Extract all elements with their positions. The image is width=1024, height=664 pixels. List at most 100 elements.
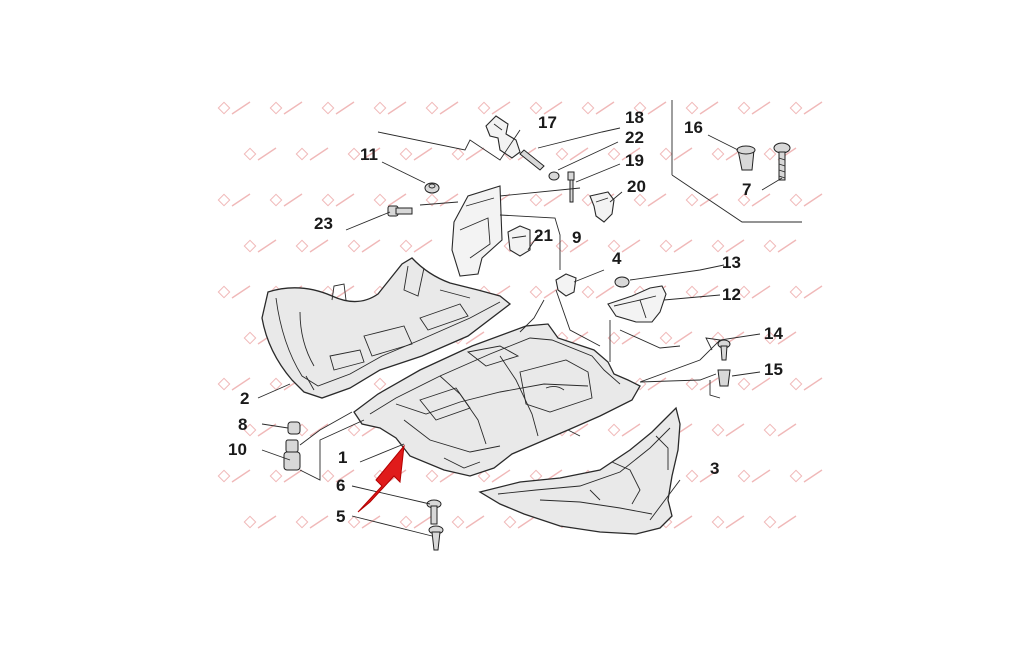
watermark-logo: [217, 285, 251, 299]
red-arrow-indicator: [357, 444, 405, 513]
watermark-logo: [373, 101, 407, 115]
watermark-logo: [451, 147, 485, 161]
watermark-logo: [685, 377, 719, 391]
callout-labels: 17 18 22 19 20 11 23 21 9 4 13 12 14 15 …: [228, 108, 783, 526]
part-17-bracket: [485, 115, 521, 159]
callout-18: 18: [625, 108, 644, 127]
callout-19: 19: [625, 151, 644, 170]
watermark-logo: [737, 101, 771, 115]
callout-15: 15: [764, 360, 783, 379]
watermark-logo: [529, 101, 563, 115]
watermark-logo: [321, 101, 355, 115]
callout-1: 1: [338, 448, 347, 467]
callout-14: 14: [764, 324, 783, 343]
watermark-logo: [269, 101, 303, 115]
watermark-logo: [425, 193, 459, 207]
watermark-logo: [607, 147, 641, 161]
watermark-logo: [737, 377, 771, 391]
fasteners: [283, 142, 791, 551]
watermark-logo: [269, 469, 303, 483]
watermark-logo: [581, 101, 615, 115]
watermark-logo: [217, 101, 251, 115]
watermark-logo: [425, 101, 459, 115]
watermark-logo: [711, 515, 745, 529]
watermark-logo: [763, 239, 797, 253]
callout-16: 16: [684, 118, 703, 137]
watermark-logo: [789, 101, 823, 115]
part-9-side-bracket: [451, 185, 503, 277]
watermark-logo: [763, 423, 797, 437]
watermark-logo: [477, 469, 511, 483]
watermark-logo: [321, 469, 355, 483]
watermark-logo: [373, 193, 407, 207]
watermark-logo: [737, 469, 771, 483]
watermark-logo: [555, 147, 589, 161]
watermark-logo: [737, 193, 771, 207]
callout-12: 12: [722, 285, 741, 304]
leader-lines: [257, 100, 802, 537]
watermark-logo: [711, 239, 745, 253]
watermark-logo: [295, 515, 329, 529]
watermark-logo: [503, 515, 537, 529]
watermark-logo: [763, 331, 797, 345]
callout-13: 13: [722, 253, 741, 272]
watermark-logo: [607, 423, 641, 437]
watermark-logo: [217, 469, 251, 483]
watermark-logo: [347, 515, 381, 529]
part-4-clip: [555, 273, 577, 297]
watermark-logo: [607, 331, 641, 345]
watermark-logo: [789, 285, 823, 299]
watermark-logo: [347, 239, 381, 253]
watermark-logo: [295, 239, 329, 253]
callout-17: 17: [538, 113, 557, 132]
watermark-logo: [633, 193, 667, 207]
callout-22: 22: [625, 128, 644, 147]
callout-11: 11: [360, 145, 378, 164]
callout-8: 8: [238, 415, 247, 434]
watermark-logo: [763, 515, 797, 529]
callout-3: 3: [710, 459, 719, 478]
watermark-logo: [347, 147, 381, 161]
callout-9: 9: [572, 228, 581, 247]
watermark-logo: [737, 285, 771, 299]
watermark-logo: [321, 193, 355, 207]
part-2-left-splash-shield: [261, 257, 512, 399]
callout-5: 5: [336, 507, 345, 526]
watermark-logo: [581, 285, 615, 299]
watermark-logo: [633, 101, 667, 115]
watermark-logo: [789, 377, 823, 391]
callout-10: 10: [228, 440, 247, 459]
watermark-logo: [243, 239, 277, 253]
callout-6: 6: [336, 476, 345, 495]
watermark-logo: [659, 331, 693, 345]
part-12-bracket: [607, 285, 667, 323]
watermark-logo: [399, 239, 433, 253]
callout-21: 21: [534, 226, 553, 245]
part-3-right-splash-shield: [478, 406, 681, 535]
watermark-logo: [477, 101, 511, 115]
watermark-logo: [451, 515, 485, 529]
watermark-logo: [529, 193, 563, 207]
part-20-bracket: [589, 191, 615, 223]
watermark-logo: [243, 515, 277, 529]
watermark-logo: [659, 239, 693, 253]
callout-7: 7: [742, 180, 751, 199]
callout-20: 20: [627, 177, 646, 196]
watermark-logo: [399, 515, 433, 529]
watermark-logo: [243, 147, 277, 161]
watermark-logo: [685, 469, 719, 483]
part-21-clip: [507, 225, 531, 257]
watermark-logo: [555, 239, 589, 253]
watermark-logo: [711, 423, 745, 437]
callout-23: 23: [314, 214, 333, 233]
watermark-logo: [685, 101, 719, 115]
watermark-logo: [217, 377, 251, 391]
watermark-logo: [607, 239, 641, 253]
watermark-logo: [685, 285, 719, 299]
watermark-logo: [399, 147, 433, 161]
watermark-logo: [269, 193, 303, 207]
watermark-logo: [217, 193, 251, 207]
callout-4: 4: [612, 249, 622, 268]
watermark-logo: [659, 147, 693, 161]
